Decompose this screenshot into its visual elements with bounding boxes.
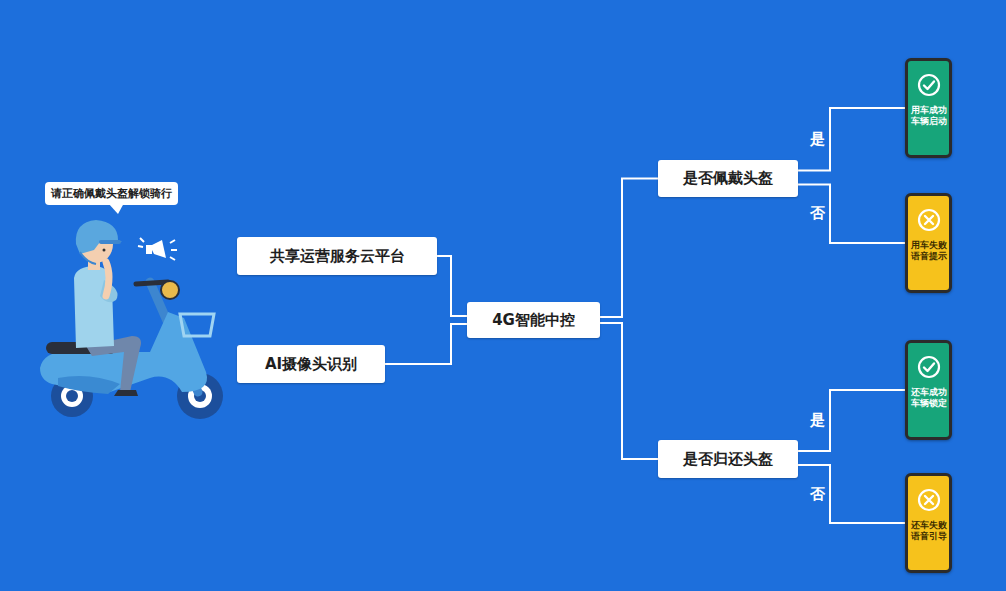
node-text: 请正确佩戴头盔解锁骑行: [51, 186, 172, 201]
node-text: 4G智能中控: [492, 311, 575, 330]
cross-icon: [917, 488, 941, 512]
branch-label: 是: [810, 130, 825, 149]
check-icon: [917, 355, 941, 379]
result-phone: 用车成功 车辆启动: [905, 58, 952, 158]
connector-line: [798, 390, 905, 451]
result-phone: 用车失败 语音提示: [905, 193, 952, 293]
connector-line: [385, 324, 467, 364]
node-text: 是否归还头盔: [683, 450, 773, 469]
connector-line: [437, 256, 467, 316]
node-text: 共享运营服务云平台: [270, 247, 405, 266]
process-box: AI摄像头识别: [237, 345, 385, 383]
process-box: 共享运营服务云平台: [237, 237, 437, 275]
connector-line: [798, 108, 905, 171]
connector-line: [798, 465, 905, 523]
decision-box: 是否归还头盔: [658, 440, 798, 478]
result-phone: 还车成功 车辆锁定: [905, 340, 952, 440]
speech-bubble: 请正确佩戴头盔解锁骑行: [45, 182, 178, 205]
megaphone-icon: [138, 238, 177, 260]
node-text: AI摄像头识别: [265, 355, 357, 374]
connector-line: [798, 185, 905, 244]
result-text: 用车成功 车辆启动: [909, 105, 949, 127]
connector-line: [600, 179, 658, 318]
result-text: 还车失败 语音引导: [909, 520, 949, 542]
branch-label: 否: [810, 485, 825, 504]
branch-label: 是: [810, 411, 825, 430]
cross-icon: [917, 208, 941, 232]
connector-line: [600, 323, 658, 459]
decision-box: 是否佩戴头盔: [658, 160, 798, 197]
check-icon: [917, 73, 941, 97]
result-text: 还车成功 车辆锁定: [909, 387, 949, 409]
branch-label: 否: [810, 204, 825, 223]
rider: [74, 220, 141, 396]
node-text: 是否佩戴头盔: [683, 169, 773, 188]
scooter: [40, 281, 223, 419]
process-box: 4G智能中控: [467, 302, 600, 338]
result-text: 用车失败 语音提示: [909, 240, 949, 262]
result-phone: 还车失败 语音引导: [905, 473, 952, 573]
